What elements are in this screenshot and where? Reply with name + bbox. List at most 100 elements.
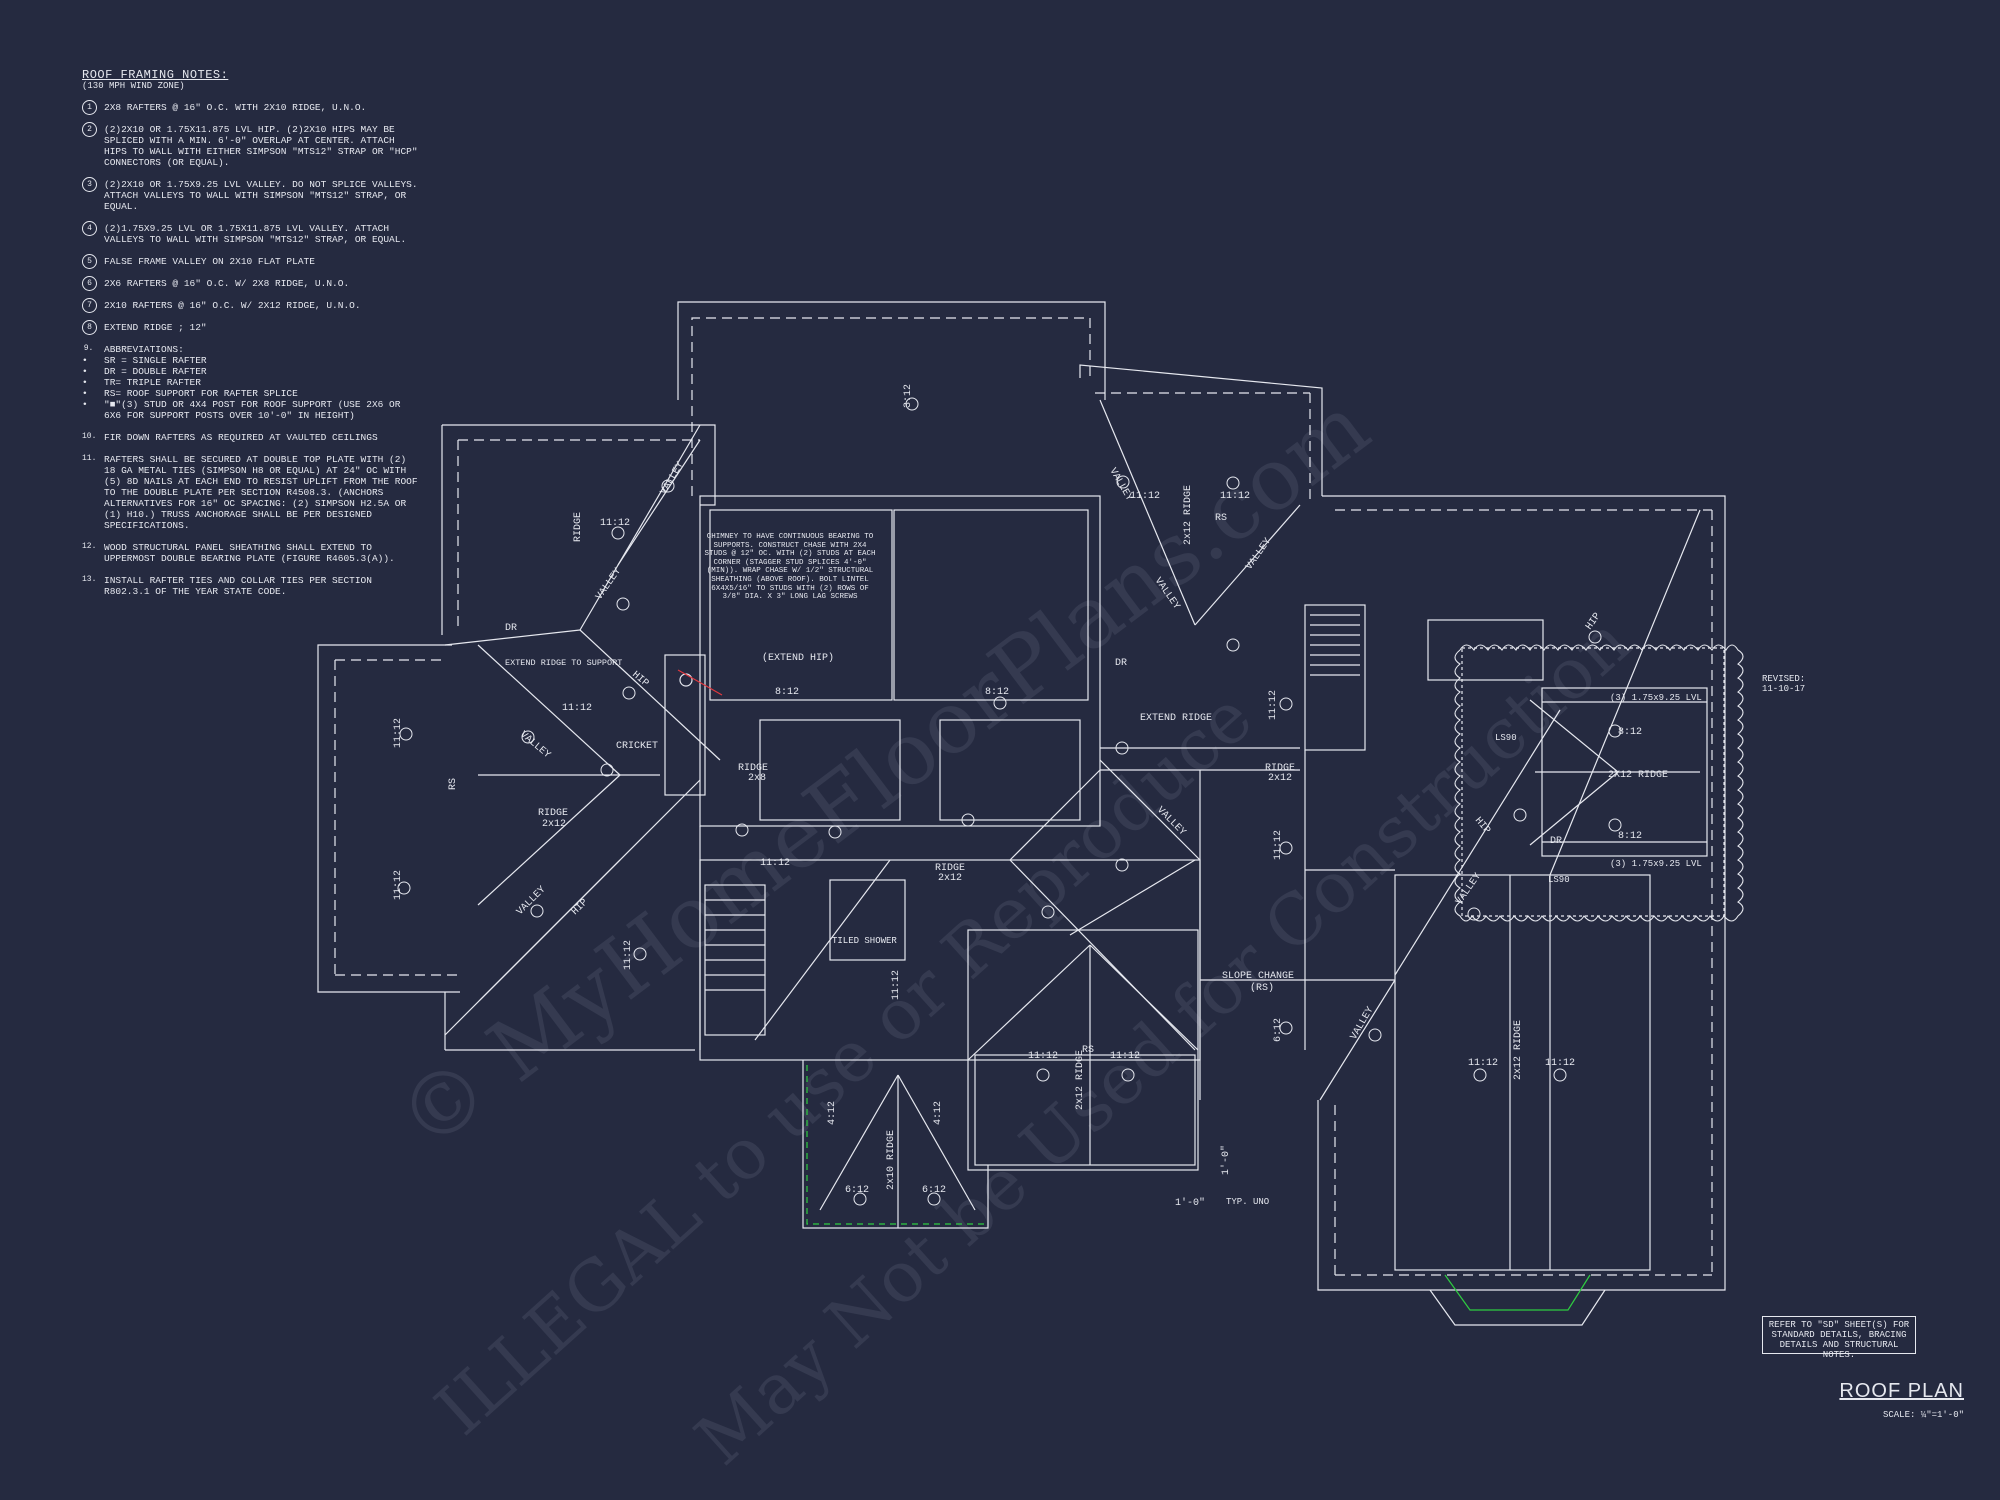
slope-label: 8:12 xyxy=(985,687,1009,698)
slope-label: 11:12 xyxy=(1110,1051,1140,1062)
note-text: RAFTERS SHALL BE SECURED AT DOUBLE TOP P… xyxy=(104,454,418,531)
revision-cloud xyxy=(1454,644,1744,922)
sheet-scale: SCALE: ¼"=1'-0" xyxy=(1882,1410,1964,1420)
note-13: 13.INSTALL RAFTER TIES AND COLLAR TIES P… xyxy=(82,575,422,597)
chimney-note: CHIMNEY TO HAVE CONTINUOUS BEARING TO SU… xyxy=(704,533,876,602)
note-4: 4 (2)1.75x9.25 LVL OR 1.75x11.875 LVL VAL… xyxy=(82,221,422,245)
ridge-size-label: 2x12 xyxy=(542,819,566,830)
slope-label: 11:12 xyxy=(1220,491,1250,502)
note-text: (2)2x10 OR 1.75x11.875 LVL HIP. (2)2x10 … xyxy=(104,124,418,168)
note-text: 2x8 RAFTERS @ 16" O.C. WITH 2X10 RIDGE, … xyxy=(104,102,367,113)
valley-label: VALLEY xyxy=(1154,805,1187,838)
note-7: 72x10 RAFTERS @ 16" O.C. W/ 2x12 RIDGE, … xyxy=(82,298,422,313)
note-number: 7 xyxy=(82,298,97,313)
sheet-title: ROOF PLAN xyxy=(1839,1380,1964,1402)
note-5: 5 FALSE FRAME VALLEY ON 2x10 FLAT PLATE xyxy=(82,254,422,269)
slope-label: 6:12 xyxy=(845,1185,869,1196)
dr-label: DR xyxy=(1115,658,1127,669)
dr-label: DR xyxy=(505,623,517,634)
ridge-label: RIDGE xyxy=(1265,763,1295,774)
slope-label: 11:12 xyxy=(623,940,634,970)
chimney-red-marker xyxy=(677,669,723,696)
note-number: 3 xyxy=(82,177,97,192)
note-3: 3 (2)2x10 OR 1.75x9.25 LVL VALLEY. DO NOT… xyxy=(82,177,422,212)
hip-label: HIP xyxy=(570,897,591,918)
note-10: 10. FIR DOWN RAFTERS AS REQUIRED AT VAULT… xyxy=(82,432,422,443)
note-11: 11. RAFTERS SHALL BE SECURED AT DOUBLE TO… xyxy=(82,454,422,531)
valley-label: VALLEY xyxy=(659,460,687,497)
slope-label: 3:12 xyxy=(903,384,914,408)
valley-label: VALLEY xyxy=(594,566,624,602)
note-text: (2)2x10 OR 1.75x9.25 LVL VALLEY. DO NOT … xyxy=(104,179,418,212)
ridge-v-label: 2x12 RIDGE xyxy=(1183,485,1194,545)
slope-label: 11:12 xyxy=(1468,1058,1498,1069)
extend-hip-label: (EXTEND HIP) xyxy=(762,652,834,664)
typ-uno-label: TYP. UNO xyxy=(1226,1197,1269,1207)
slope-label: 6:12 xyxy=(922,1185,946,1196)
slope-label: 6:12 xyxy=(1273,1018,1284,1042)
chimney-chase xyxy=(664,654,706,796)
ls90-label: LS90 xyxy=(1495,733,1517,743)
slope-label: 11:12 xyxy=(562,703,592,714)
ridge-h-label: 2X12 RIDGE xyxy=(1608,770,1668,781)
valley-label: VALLEY xyxy=(1244,536,1274,572)
note-number: 8 xyxy=(82,320,97,335)
slope-label: 8:12 xyxy=(775,687,799,698)
roof-outline xyxy=(317,301,1726,1326)
ridge-v-label: 2x10 RIDGE xyxy=(886,1130,897,1190)
one-foot-dim: 1'-0" xyxy=(1220,1145,1232,1175)
ridge-size-label: 2x12 xyxy=(938,873,962,884)
slope-label: 11:12 xyxy=(891,970,902,1000)
note-number: 4 xyxy=(82,221,97,236)
note-number: 10. xyxy=(82,432,97,441)
note-text: 2x6 RAFTERS @ 16" O.C. W/ 2x8 RIDGE, U.N… xyxy=(104,278,350,289)
lvl-label: (3) 1.75x9.25 LVL xyxy=(1610,859,1702,869)
reference-box: REFER TO "SD" SHEET(S) FOR STANDARD DETA… xyxy=(1762,1316,1916,1360)
stairs-left xyxy=(705,899,765,991)
notes-title: ROOF FRAMING NOTES: xyxy=(82,68,229,82)
note-6: 6 2x6 RAFTERS @ 16" O.C. W/ 2x8 RIDGE, U.… xyxy=(82,276,422,291)
note-number: 1 xyxy=(82,100,97,115)
note-number: 6 xyxy=(82,276,97,291)
abbreviations-list: SR = SINGLE RAFTER DR = DOUBLE RAFTER TR… xyxy=(104,355,422,421)
slope-label: 11:12 xyxy=(760,858,790,869)
slope-label: 11:12 xyxy=(1273,830,1284,860)
hip-label: HIP xyxy=(629,670,650,690)
slope-label: 11:12 xyxy=(1130,491,1160,502)
slope-label: 4:12 xyxy=(933,1101,944,1125)
abbreviations-title: ABBREVIATIONS: xyxy=(104,344,184,355)
rs-label: RS xyxy=(448,778,459,790)
note-number: 13. xyxy=(82,575,97,584)
note-12: 12.WOOD STRUCTURAL PANEL SHEATHING SHALL… xyxy=(82,542,422,564)
slope-label: 11:12 xyxy=(1028,1051,1058,1062)
note-text: FALSE FRAME VALLEY ON 2x10 FLAT PLATE xyxy=(104,256,315,267)
callout-markers xyxy=(397,397,1622,1206)
note-text: FIR DOWN RAFTERS AS REQUIRED AT VAULTED … xyxy=(104,432,378,443)
ridge-size-label: 2x12 xyxy=(1268,773,1292,784)
valley-label: VALLEY xyxy=(1349,1005,1377,1042)
abbreviation-item: "■"(3) STUD OR 4x4 POST FOR ROOF SUPPORT… xyxy=(104,399,422,421)
slope-label: 8:12 xyxy=(1618,727,1642,738)
slope-label: 11:12 xyxy=(600,518,630,529)
hip-label: HIP xyxy=(1584,611,1603,632)
one-foot-dim: 1'-0" xyxy=(1175,1197,1205,1209)
rs-label: RS xyxy=(1215,513,1227,524)
note-number: 2 xyxy=(82,122,97,137)
note-number: 12. xyxy=(82,542,97,551)
abbreviation-item: RS= ROOF SUPPORT FOR RAFTER SPLICE xyxy=(104,388,422,399)
note-number: 11. xyxy=(82,454,97,463)
rs-label: RS xyxy=(1082,1045,1094,1056)
tiled-shower-label: TILED SHOWER xyxy=(832,936,897,946)
cricket-label: CRICKET xyxy=(616,741,658,752)
note-2: 2 (2)2x10 OR 1.75x11.875 LVL HIP. (2)2x10… xyxy=(82,122,422,168)
ridge-label: RIDGE xyxy=(738,763,768,774)
note-number: 5 xyxy=(82,254,97,269)
note-text: (2)1.75x9.25 LVL OR 1.75x11.875 LVL VALL… xyxy=(104,223,407,245)
slope-label: 11:12 xyxy=(1545,1058,1575,1069)
porch-green-outline xyxy=(806,1065,984,1225)
ridge-label: RIDGE xyxy=(573,512,584,542)
slope-label: 8:12 xyxy=(1618,831,1642,842)
stairs-right xyxy=(1310,614,1360,676)
